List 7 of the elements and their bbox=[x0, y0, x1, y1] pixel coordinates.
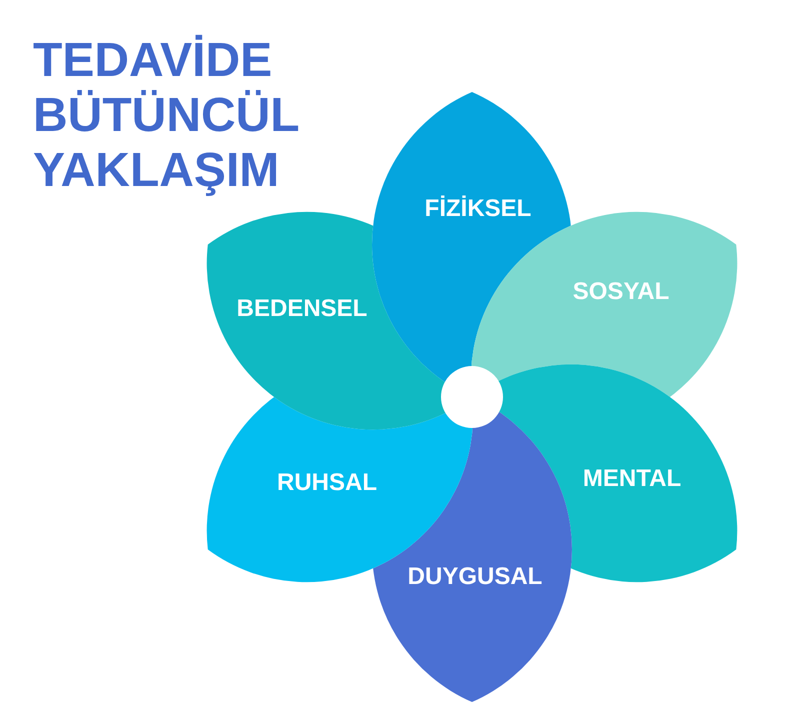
petal-label: RUHSAL bbox=[277, 469, 377, 497]
petal-label: MENTAL bbox=[582, 465, 682, 493]
petal-label: SOSYAL bbox=[572, 278, 670, 306]
petal-label: DUYGUSAL bbox=[408, 563, 542, 591]
petal-label: BEDENSEL bbox=[236, 295, 368, 323]
title: TEDAVİDE BÜTÜNCÜL YAKLAŞIM bbox=[33, 33, 300, 198]
petal-label: FİZİKSEL bbox=[424, 195, 532, 223]
